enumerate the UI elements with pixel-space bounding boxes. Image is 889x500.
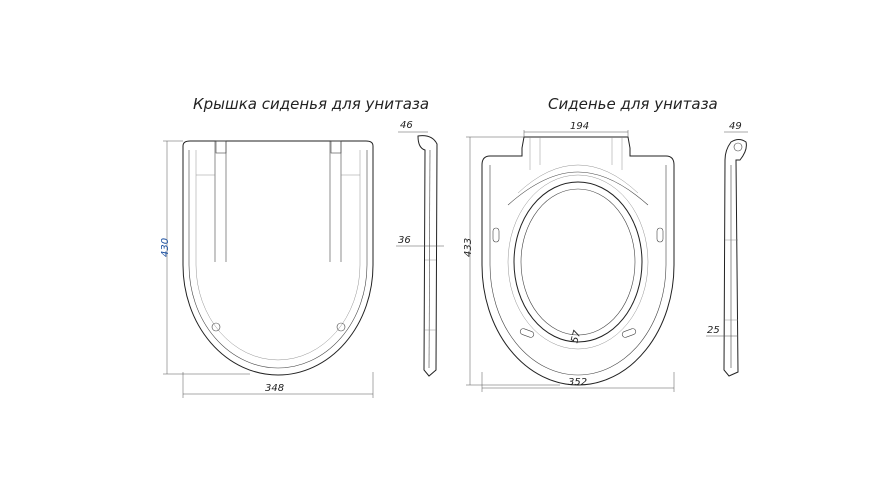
lid-width-dimension (182, 372, 374, 398)
seat-height-label: 433 (463, 238, 474, 257)
seat-width-label: 352 (568, 377, 587, 388)
lid-side-top-label: 46 (400, 120, 413, 131)
lid-height-dimension (163, 140, 250, 375)
seat-height-dimension (466, 136, 560, 386)
lid-title: Крышка сиденья для унитаза (193, 95, 429, 113)
seat-side-bottom-label: 25 (707, 325, 720, 336)
seat-title: Сиденье для унитаза (548, 95, 718, 113)
seat-front-view (481, 136, 675, 386)
seat-top-label: 194 (570, 121, 589, 132)
seat-side-view (706, 131, 748, 377)
seat-top-dimension (523, 130, 629, 137)
seat-inner-label: 57 (569, 329, 583, 345)
seat-side-top-label: 49 (729, 121, 742, 132)
lid-height-label: 430 (160, 238, 171, 257)
lid-width-label: 348 (265, 383, 284, 394)
lid-front-view (182, 140, 374, 376)
lid-side-mid-label: 36 (398, 235, 411, 246)
lid-side-view (396, 131, 444, 377)
seat-width-dimension (481, 372, 675, 392)
